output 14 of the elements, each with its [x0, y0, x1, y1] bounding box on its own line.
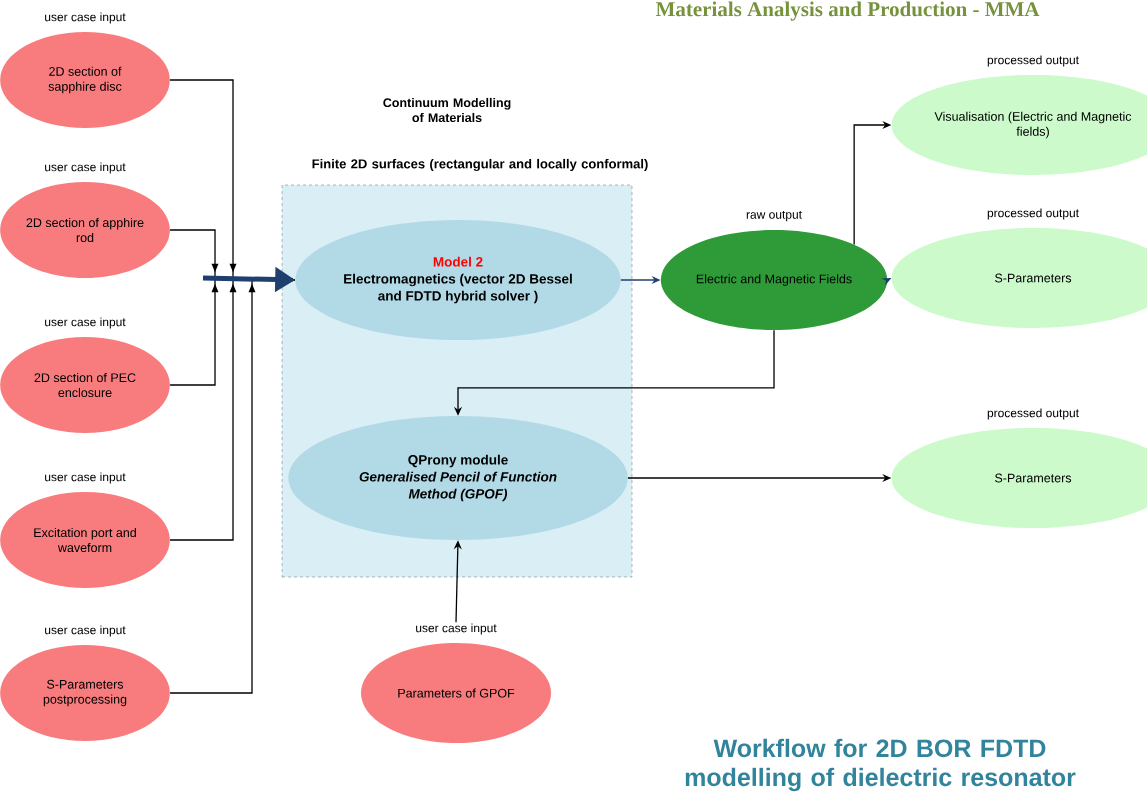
region-heading: Finite 2D surfaces (rectangular and locally conformal) [312, 158, 648, 172]
caption-text: processed output [987, 208, 1079, 220]
caption-text: raw output [746, 210, 802, 222]
title: Workflow for 2D BOR FDTD modelling of dielectric resonator [685, 738, 1076, 792]
header-text: Materials Analysis and Production - MMA [655, 1, 1040, 21]
caption-text: processed output [987, 55, 1079, 67]
caption-text: user case input [416, 623, 497, 635]
region-label: Continuum Modelling of Materials [383, 97, 511, 123]
caption-text: user case input [45, 12, 126, 24]
caption-text: user case input [45, 162, 126, 174]
caption-text: user case input [45, 472, 126, 484]
caption-text: user case input [45, 317, 126, 329]
caption-text: user case input [45, 625, 126, 637]
caption-text: processed output [987, 408, 1079, 420]
